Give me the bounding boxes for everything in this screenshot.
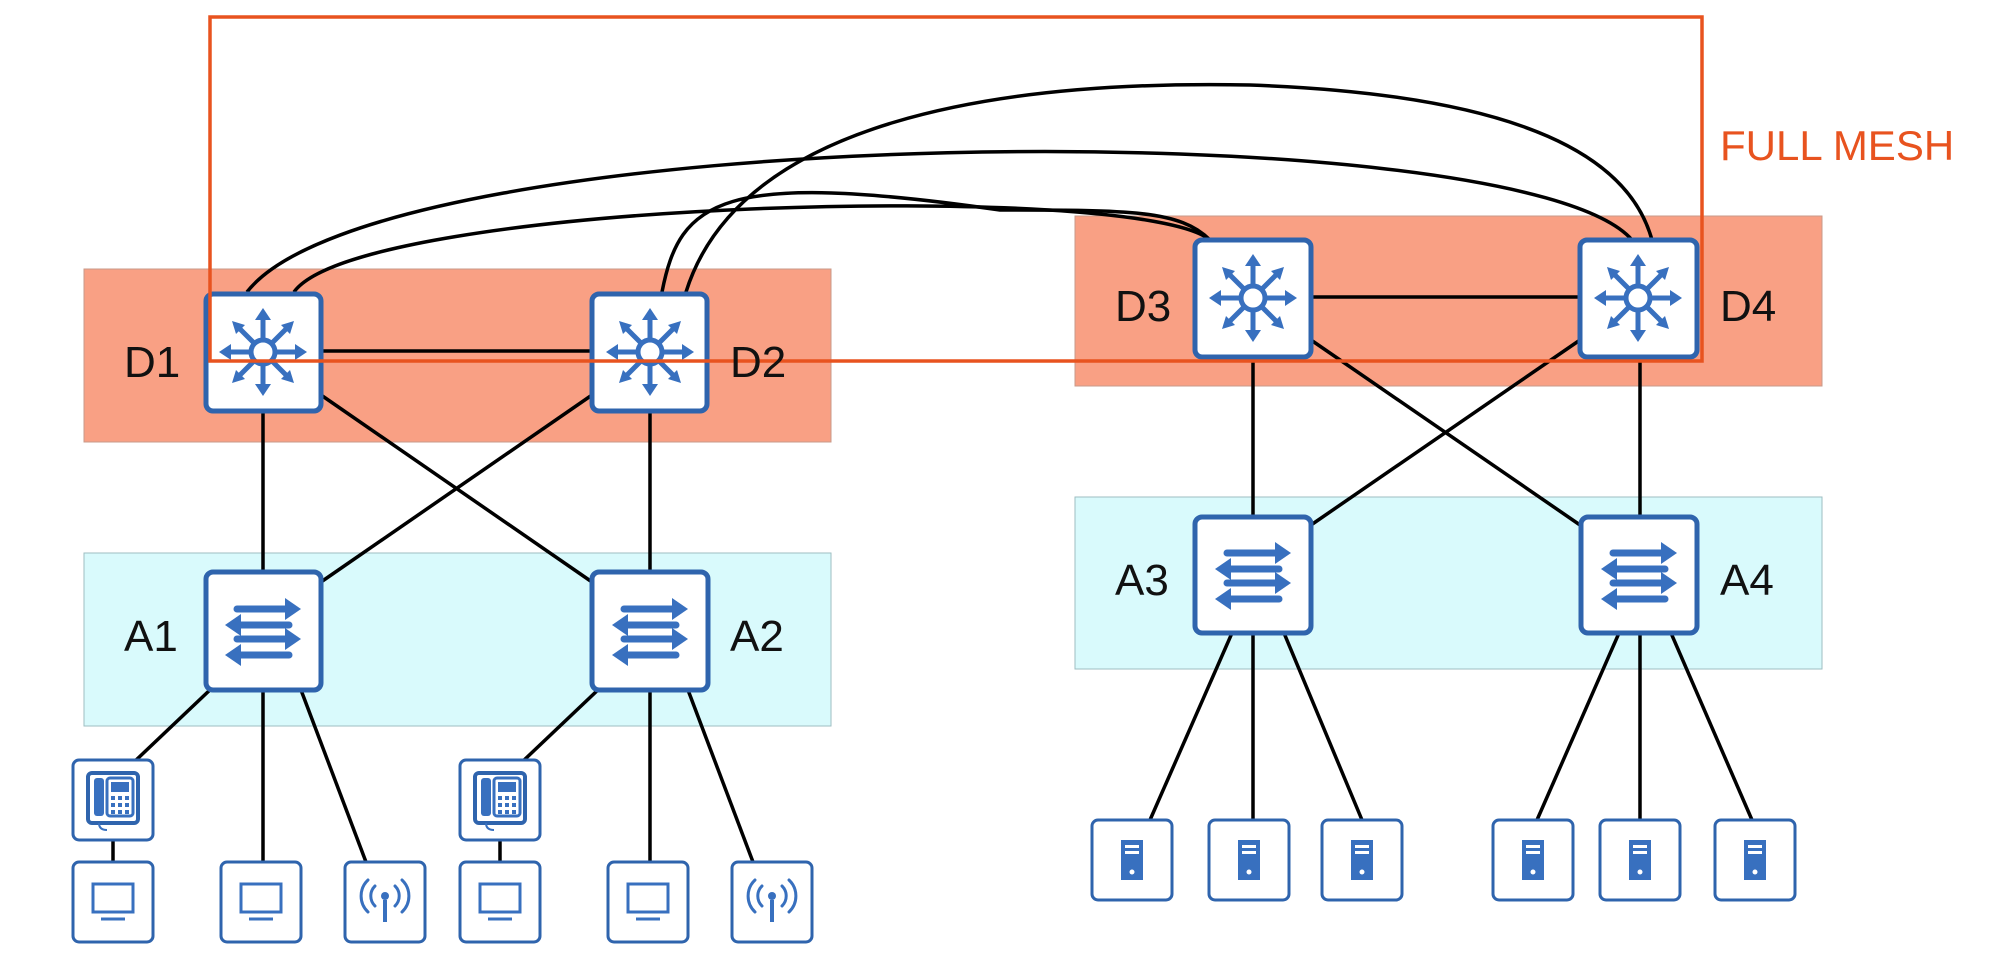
switch-d3[interactable] [1192,237,1314,360]
wireless-ap-left[interactable] [343,860,427,944]
server-icon [1121,840,1143,880]
distribution-band-left [83,268,832,443]
a4-label: A4 [1720,556,1774,605]
full-mesh-outline [208,15,1704,363]
link-a4-server3 [1669,632,1754,821]
link-d2-d4 [684,82,1654,293]
d1-label: D1 [124,338,180,387]
link-a4-server1 [1535,632,1621,821]
link-a1-phone [132,686,214,764]
switch-d2[interactable] [589,291,710,414]
link-a2-ap [686,689,755,863]
d3-label: D3 [1115,282,1171,331]
switch-a3[interactable] [1192,514,1314,636]
server-a4-1[interactable] [1491,818,1575,902]
pc-left-1[interactable] [71,860,155,944]
full-mesh-label: FULL MESH [1720,122,1954,169]
link-a3-server1 [1148,632,1234,821]
pc-left-2[interactable] [219,860,303,944]
server-icon [1629,840,1651,880]
d4-label: D4 [1720,282,1776,331]
switch-a4[interactable] [1578,514,1700,636]
server-icon [1744,840,1766,880]
server-a3-3[interactable] [1320,818,1404,902]
server-icon [1351,840,1373,880]
ip-phone-left[interactable] [71,758,155,842]
link-a2-phone [520,686,602,764]
link-a3-server3 [1282,632,1364,821]
link-d1-d3 [292,204,1212,294]
access-band-right [1074,496,1823,670]
switch-a2[interactable] [589,569,711,693]
link-d4-a3 [1310,338,1581,527]
access-band-left [83,552,832,727]
a2-label: A2 [730,612,784,661]
switch-a1[interactable] [203,569,324,693]
server-a3-2[interactable] [1207,818,1291,902]
pc-right-2[interactable] [606,860,690,944]
switch-d4[interactable] [1577,237,1700,360]
link-d2-a1 [320,393,593,584]
server-icon [1522,840,1544,880]
a3-label: A3 [1115,556,1169,605]
link-d2-d3 [660,190,1212,293]
ip-phone-right[interactable] [458,758,542,842]
server-a4-2[interactable] [1598,818,1682,902]
wireless-ap-right[interactable] [730,860,814,944]
switch-d1[interactable] [203,291,324,414]
server-a4-3[interactable] [1713,818,1797,902]
links [111,82,1754,863]
pc-right-1[interactable] [458,860,542,944]
server-icon [1238,840,1260,880]
link-a1-ap [299,689,368,863]
server-a3-1[interactable] [1090,818,1174,902]
d2-label: D2 [730,338,786,387]
link-d1-d4 [245,149,1634,294]
a1-label: A1 [124,612,178,661]
